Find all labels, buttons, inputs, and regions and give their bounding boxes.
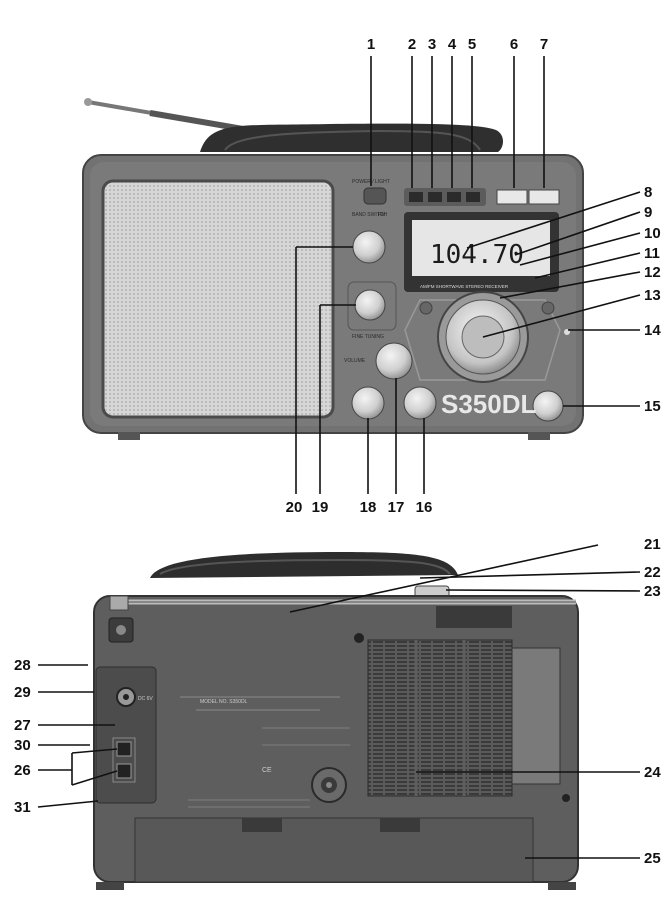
callout-30: 30 — [14, 737, 31, 754]
knob-18[interactable] — [351, 386, 385, 420]
screw-hole-right — [562, 794, 570, 802]
button-strip — [404, 188, 486, 206]
callout-17: 17 — [388, 499, 405, 516]
antenna-mount — [109, 595, 129, 611]
button-2[interactable] — [409, 192, 423, 202]
button-3[interactable] — [428, 192, 442, 202]
callout-18: 18 — [360, 499, 377, 516]
fine-tuning-frame — [347, 281, 397, 331]
callout-22: 22 — [644, 564, 661, 581]
rear-foot-right — [548, 882, 576, 890]
dc-label: DC 6V — [138, 696, 153, 702]
callout-6: 6 — [510, 36, 518, 53]
dial-surround — [404, 299, 561, 381]
callout-20: 20 — [286, 499, 303, 516]
callout-15: 15 — [644, 398, 661, 415]
callout-1: 1 — [367, 36, 375, 53]
battery-door[interactable] — [134, 817, 534, 883]
switch-frame — [112, 737, 136, 783]
callout-13: 13 — [644, 287, 661, 304]
dial-screw-left — [419, 301, 433, 315]
display-caption: AM/FM SHORTWAVE STEREO RECEIVER — [420, 284, 509, 289]
knob-15[interactable] — [532, 390, 564, 422]
knob-16[interactable] — [403, 386, 437, 420]
antenna-tip — [84, 98, 92, 106]
callout-24: 24 — [644, 764, 661, 781]
speaker-grille — [101, 179, 335, 419]
callout-26: 26 — [14, 762, 31, 779]
dial-screw-right — [541, 301, 555, 315]
rear-handle — [150, 552, 458, 578]
callout-16: 16 — [416, 499, 433, 516]
callout-14: 14 — [644, 322, 661, 339]
callout-21: 21 — [644, 536, 661, 553]
callout-7: 7 — [540, 36, 548, 53]
door-latch-left — [242, 818, 282, 832]
callout-3: 3 — [428, 36, 436, 53]
callout-19: 19 — [312, 499, 329, 516]
button-4[interactable] — [447, 192, 461, 202]
callout-2: 2 — [408, 36, 416, 53]
ce-mark: CE — [262, 767, 272, 774]
leader-lines — [37, 56, 641, 859]
callout-29: 29 — [14, 684, 31, 701]
switch-lower[interactable] — [116, 763, 132, 779]
front-handle — [200, 123, 503, 152]
callout-9: 9 — [644, 204, 652, 221]
button-6[interactable] — [496, 189, 528, 205]
callout-8: 8 — [644, 184, 652, 201]
button-5[interactable] — [466, 192, 480, 202]
callout-27: 27 — [14, 717, 31, 734]
callout-5: 5 — [468, 36, 476, 53]
callout-12: 12 — [644, 264, 661, 281]
power-light-button[interactable] — [363, 187, 387, 205]
button-7[interactable] — [528, 189, 560, 205]
callout-28: 28 — [14, 657, 31, 674]
model-badge: S350DL — [441, 389, 536, 419]
volume-label: VOLUME — [344, 358, 366, 364]
rear-view: DC 6V MODEL NO. S350DL CE — [93, 552, 579, 890]
callout-25: 25 — [644, 850, 661, 867]
callout-11: 11 — [644, 245, 660, 262]
volume-knob[interactable] — [375, 342, 413, 380]
rear-top-tab — [436, 606, 512, 628]
front-foot-right — [528, 432, 550, 440]
vent-side-panel — [511, 647, 561, 785]
screw-hole-top — [354, 633, 364, 643]
switch-upper[interactable] — [116, 741, 132, 757]
rear-foot-left — [96, 882, 124, 890]
jack-panel — [95, 666, 157, 804]
front-foot-left — [118, 432, 140, 440]
callout-labels: 1 2 3 4 5 6 7 8 9 10 11 12 13 14 15 16 1… — [14, 36, 661, 867]
callout-10: 10 — [644, 225, 661, 242]
callout-4: 4 — [448, 36, 457, 53]
band-label: BAND SWITCH — [352, 212, 387, 218]
band-switch-knob[interactable] — [352, 230, 386, 264]
callout-31: 31 — [14, 799, 31, 816]
rear-vent — [367, 639, 513, 797]
band-fm-label: FM — [378, 212, 385, 218]
front-view: POWER / LIGHT 104.70 AM/FM SHORTWAVE STE… — [82, 98, 584, 440]
callout-23: 23 — [644, 583, 661, 600]
fine-tuning-knob[interactable] — [354, 289, 386, 321]
tuning-label: FINE TUNING — [352, 334, 384, 340]
door-latch-right — [380, 818, 420, 832]
rear-model-line: MODEL NO. S350DL — [200, 699, 248, 705]
